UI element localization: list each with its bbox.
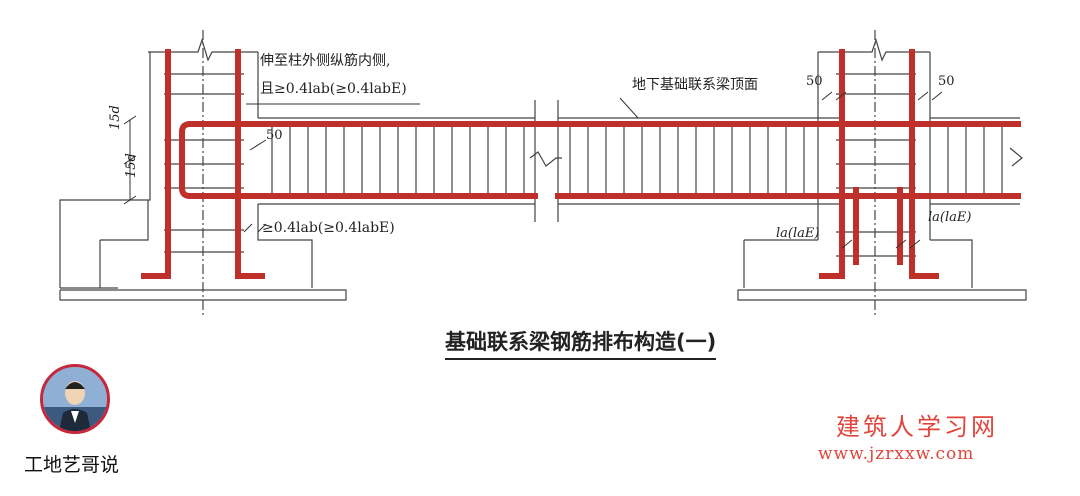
dim-15d-a: 15d <box>108 105 123 130</box>
watermark-url[interactable]: www.jzrxxw.com <box>818 444 975 464</box>
dim-50-left: 50 <box>266 128 283 143</box>
concrete-outline <box>59 30 1027 318</box>
watermark-name: 建筑人学习网 <box>836 413 998 441</box>
author-avatar <box>40 364 110 434</box>
la-left-label: la(laE) <box>776 226 820 241</box>
rebars <box>141 49 1021 279</box>
extend-note-line1: 伸至柱外侧纵筋内侧, <box>260 53 391 69</box>
dimension-lines <box>123 91 943 249</box>
author-name: 工地艺哥说 <box>24 454 120 476</box>
dim-50-right-a: 50 <box>806 74 823 89</box>
dim-15d-b: 15d <box>124 153 139 178</box>
person-icon <box>43 367 107 431</box>
diagram-title: 基础联系梁钢筋排布构造(一) <box>445 326 717 360</box>
bottom-anchor-label: ≥0.4lab(≥0.4labE) <box>262 220 395 236</box>
column-ties <box>164 73 916 257</box>
la-right-label: la(laE) <box>928 210 972 225</box>
extend-note-line2: 且≥0.4lab(≥0.4labE) <box>260 81 407 97</box>
beam-stirrups <box>271 122 1003 198</box>
dim-50-right-b: 50 <box>938 74 955 89</box>
beam-top-label: 地下基础联系梁顶面 <box>632 77 758 93</box>
